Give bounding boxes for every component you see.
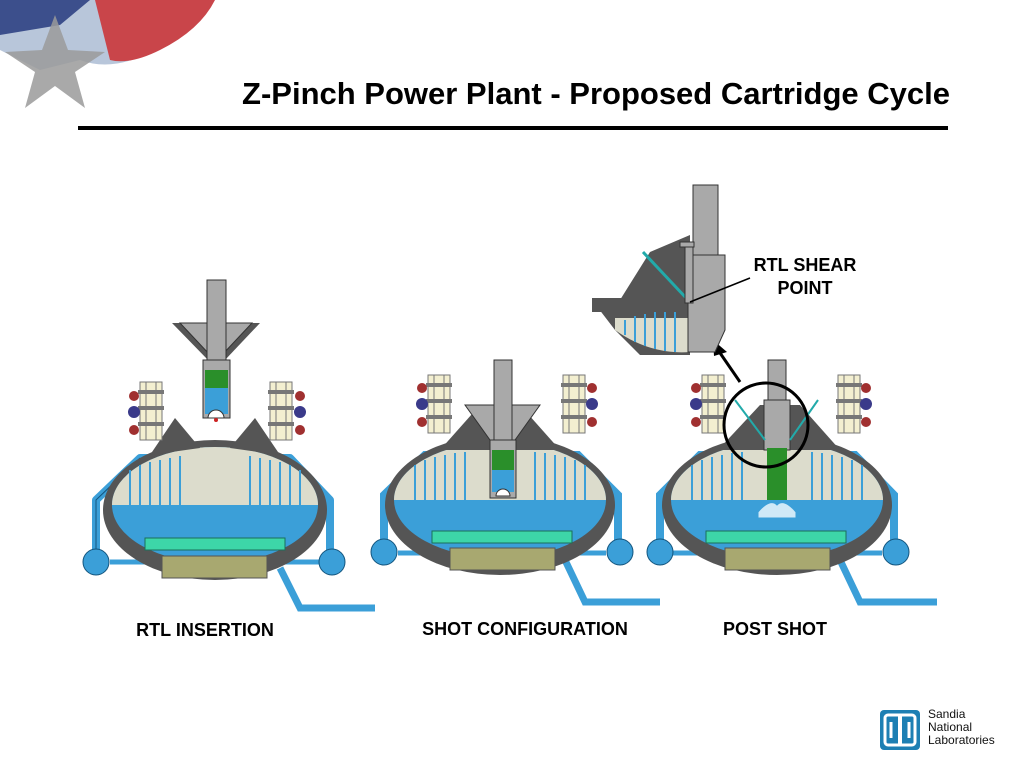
coil-bulbs-right — [294, 391, 306, 435]
panel-rtl-insertion — [82, 279, 375, 612]
shear-highlight-circle — [722, 381, 810, 469]
flag-star-logo — [0, 0, 215, 108]
shear-point-label: RTL SHEAR POINT — [740, 254, 870, 300]
page-title: Z-Pinch Power Plant - Proposed Cartridge… — [242, 76, 950, 111]
caption-shot-configuration: SHOT CONFIGURATION — [422, 619, 628, 639]
logo-line3: Laboratories — [928, 733, 995, 747]
sandia-logo-mark — [880, 710, 920, 750]
zoom-arrow — [716, 349, 742, 383]
pad — [144, 537, 286, 551]
title-divider — [78, 126, 948, 130]
shear-label-line2: POINT — [777, 278, 833, 298]
panel-shot-configuration — [370, 359, 660, 606]
logo-line2: National — [928, 720, 973, 734]
sandia-logo-text: Sandia National Laboratories — [928, 708, 995, 747]
chamber-gas — [112, 447, 318, 505]
shear-label-line1: RTL SHEAR — [753, 255, 857, 275]
shear-leader-line — [689, 277, 751, 303]
caption-rtl-insertion: RTL INSERTION — [136, 620, 274, 640]
panel-post-shot — [646, 340, 937, 606]
shear-point-inset — [592, 184, 751, 355]
coil-bulbs-left — [128, 391, 140, 435]
base-block — [161, 555, 268, 579]
caption-post-shot: POST SHOT — [722, 619, 827, 639]
logo-line1: Sandia — [928, 707, 966, 721]
